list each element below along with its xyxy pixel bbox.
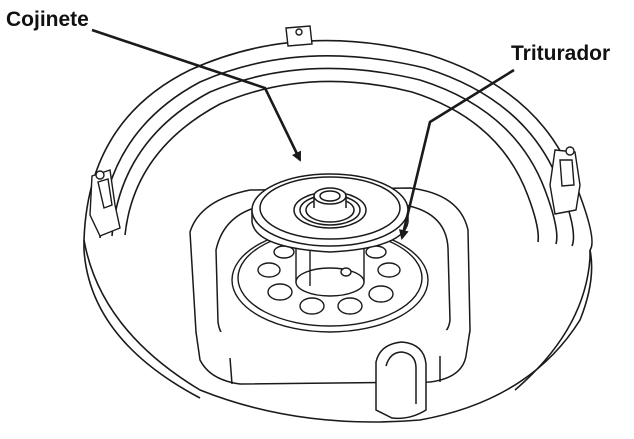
leader-cojinete (91, 28, 302, 162)
top-tab (285, 25, 313, 47)
side-clip-left (89, 169, 121, 237)
callout-leaders (91, 28, 515, 240)
leader-triturador (399, 68, 515, 240)
label-triturador: Triturador (511, 42, 611, 65)
bearing-disc (251, 173, 409, 253)
label-cojinete: Cojinete (6, 8, 89, 31)
side-clip-right (549, 146, 581, 215)
